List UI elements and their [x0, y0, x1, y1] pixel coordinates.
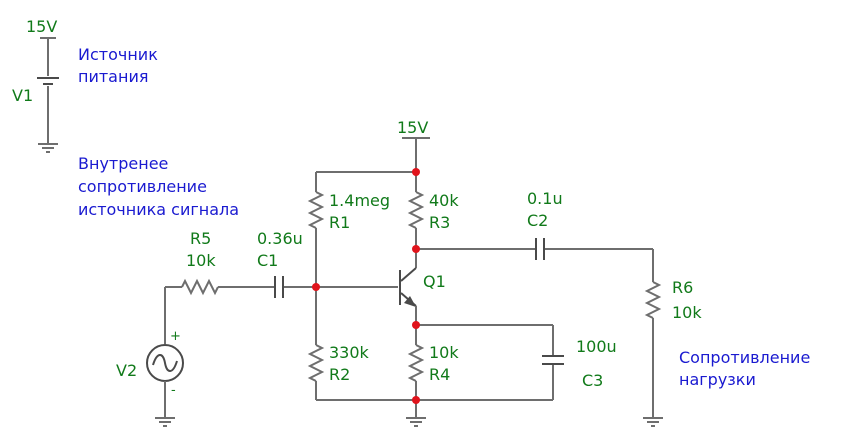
junction-dot	[412, 168, 420, 176]
r4-label: R4	[429, 365, 450, 384]
c2-value: 0.1u	[527, 189, 563, 208]
supply-voltage-label: 15V	[26, 17, 57, 36]
r4-value: 10k	[429, 343, 459, 362]
rail-voltage-label: 15V	[397, 118, 428, 137]
supply-v1	[37, 37, 59, 153]
transistor-q1	[399, 267, 417, 325]
ground-icon	[406, 417, 426, 427]
r1-label: R1	[329, 213, 350, 232]
r1-value: 1.4meg	[329, 191, 390, 210]
v1-label: V1	[12, 86, 33, 105]
resistor-r6	[643, 249, 663, 427]
ground-icon	[643, 417, 663, 427]
c2-label: C2	[527, 211, 548, 230]
source-note-line2: сопротивление	[78, 177, 207, 196]
c3-label: C3	[582, 371, 603, 390]
junction-dot	[412, 396, 420, 404]
r2-value: 330k	[329, 343, 370, 362]
ground-icon	[38, 143, 58, 153]
capacitor-c2	[416, 238, 653, 260]
r6-value: 10k	[672, 303, 702, 322]
r6-label: R6	[672, 278, 693, 297]
c3-value: 100u	[576, 337, 617, 356]
junction-dot	[412, 245, 420, 253]
c1-label: C1	[257, 251, 278, 270]
supply-note-line1: Источник	[78, 45, 158, 64]
resistor-r2	[307, 287, 553, 401]
r5-value: 10k	[186, 251, 216, 270]
capacitor-c1	[274, 276, 398, 298]
resistor-r5	[165, 278, 274, 296]
supply-note-line2: питания	[78, 67, 148, 86]
junction-dot	[412, 321, 420, 329]
load-note-line1: Сопротивление	[679, 348, 810, 367]
ground-icon	[155, 417, 175, 427]
r5-label: R5	[190, 229, 211, 248]
v2-minus-sign: -	[171, 383, 176, 398]
source-note-line1: Внутренее	[78, 154, 168, 173]
source-note-line3: источника сигнала	[78, 200, 239, 219]
r3-value: 40k	[429, 191, 459, 210]
signal-source-v2	[146, 287, 184, 427]
load-note-line2: нагрузки	[679, 370, 756, 389]
junction-dot	[312, 283, 320, 291]
resistor-r3	[407, 172, 425, 268]
r3-label: R3	[429, 213, 450, 232]
rail-15v	[316, 137, 430, 173]
q1-label: Q1	[423, 272, 446, 291]
v2-plus-sign: +	[170, 329, 181, 344]
resistor-r4	[406, 325, 426, 427]
capacitor-c3	[416, 324, 564, 400]
r2-label: R2	[329, 365, 350, 384]
v2-label: V2	[116, 361, 137, 380]
c1-value: 0.36u	[257, 229, 303, 248]
